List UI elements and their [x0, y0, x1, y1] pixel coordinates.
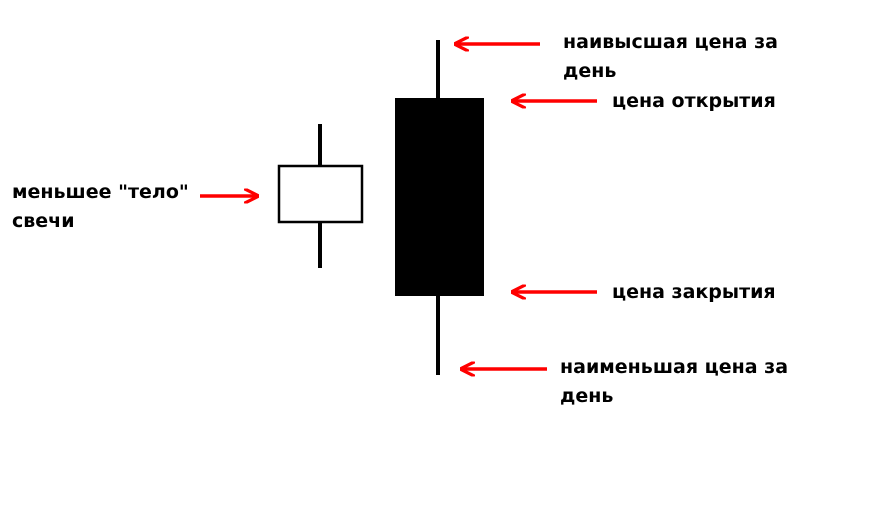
label-small-body: меньшее "тело" свечи [12, 178, 189, 236]
small-candle-body [277, 164, 364, 224]
label-open-price-text: цена открытия [612, 90, 776, 112]
label-high-price-line2: день [563, 60, 617, 82]
label-high-price-line1: наивысшая цена за [563, 31, 778, 53]
label-low-price-line2: день [560, 385, 614, 407]
large-candle [395, 40, 484, 375]
label-low-price: наименьшая цена за день [560, 353, 788, 411]
small-candle [277, 124, 364, 268]
label-small-body-line2: свечи [12, 210, 75, 232]
label-low-price-line1: наименьшая цена за [560, 356, 789, 378]
label-close-price-text: цена закрытия [612, 281, 776, 303]
label-close-price: цена закрытия [612, 278, 776, 307]
label-open-price: цена открытия [612, 87, 776, 116]
label-small-body-line1: меньшее "тело" [12, 181, 189, 203]
large-candle-body [395, 98, 484, 296]
label-high-price: наивысшая цена за день [563, 28, 778, 86]
